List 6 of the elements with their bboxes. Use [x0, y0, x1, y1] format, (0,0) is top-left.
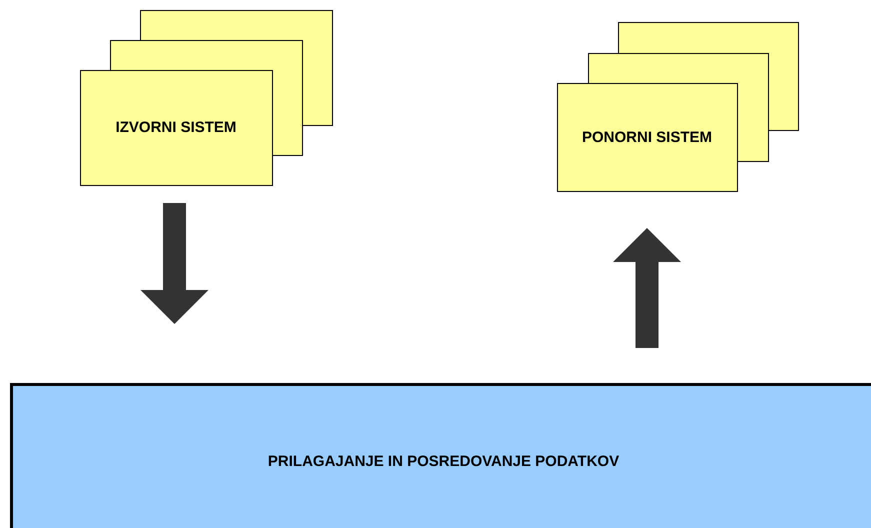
block-arrow	[613, 228, 681, 348]
block-arrow	[140, 203, 208, 324]
node-label: IZVORNI SISTEM	[114, 118, 238, 138]
process-band	[10, 383, 871, 528]
node-label: PONORNI SISTEM	[580, 128, 713, 148]
node-label: PRILAGAJANJE IN POSREDOVANJE PODATKOV	[266, 452, 620, 472]
